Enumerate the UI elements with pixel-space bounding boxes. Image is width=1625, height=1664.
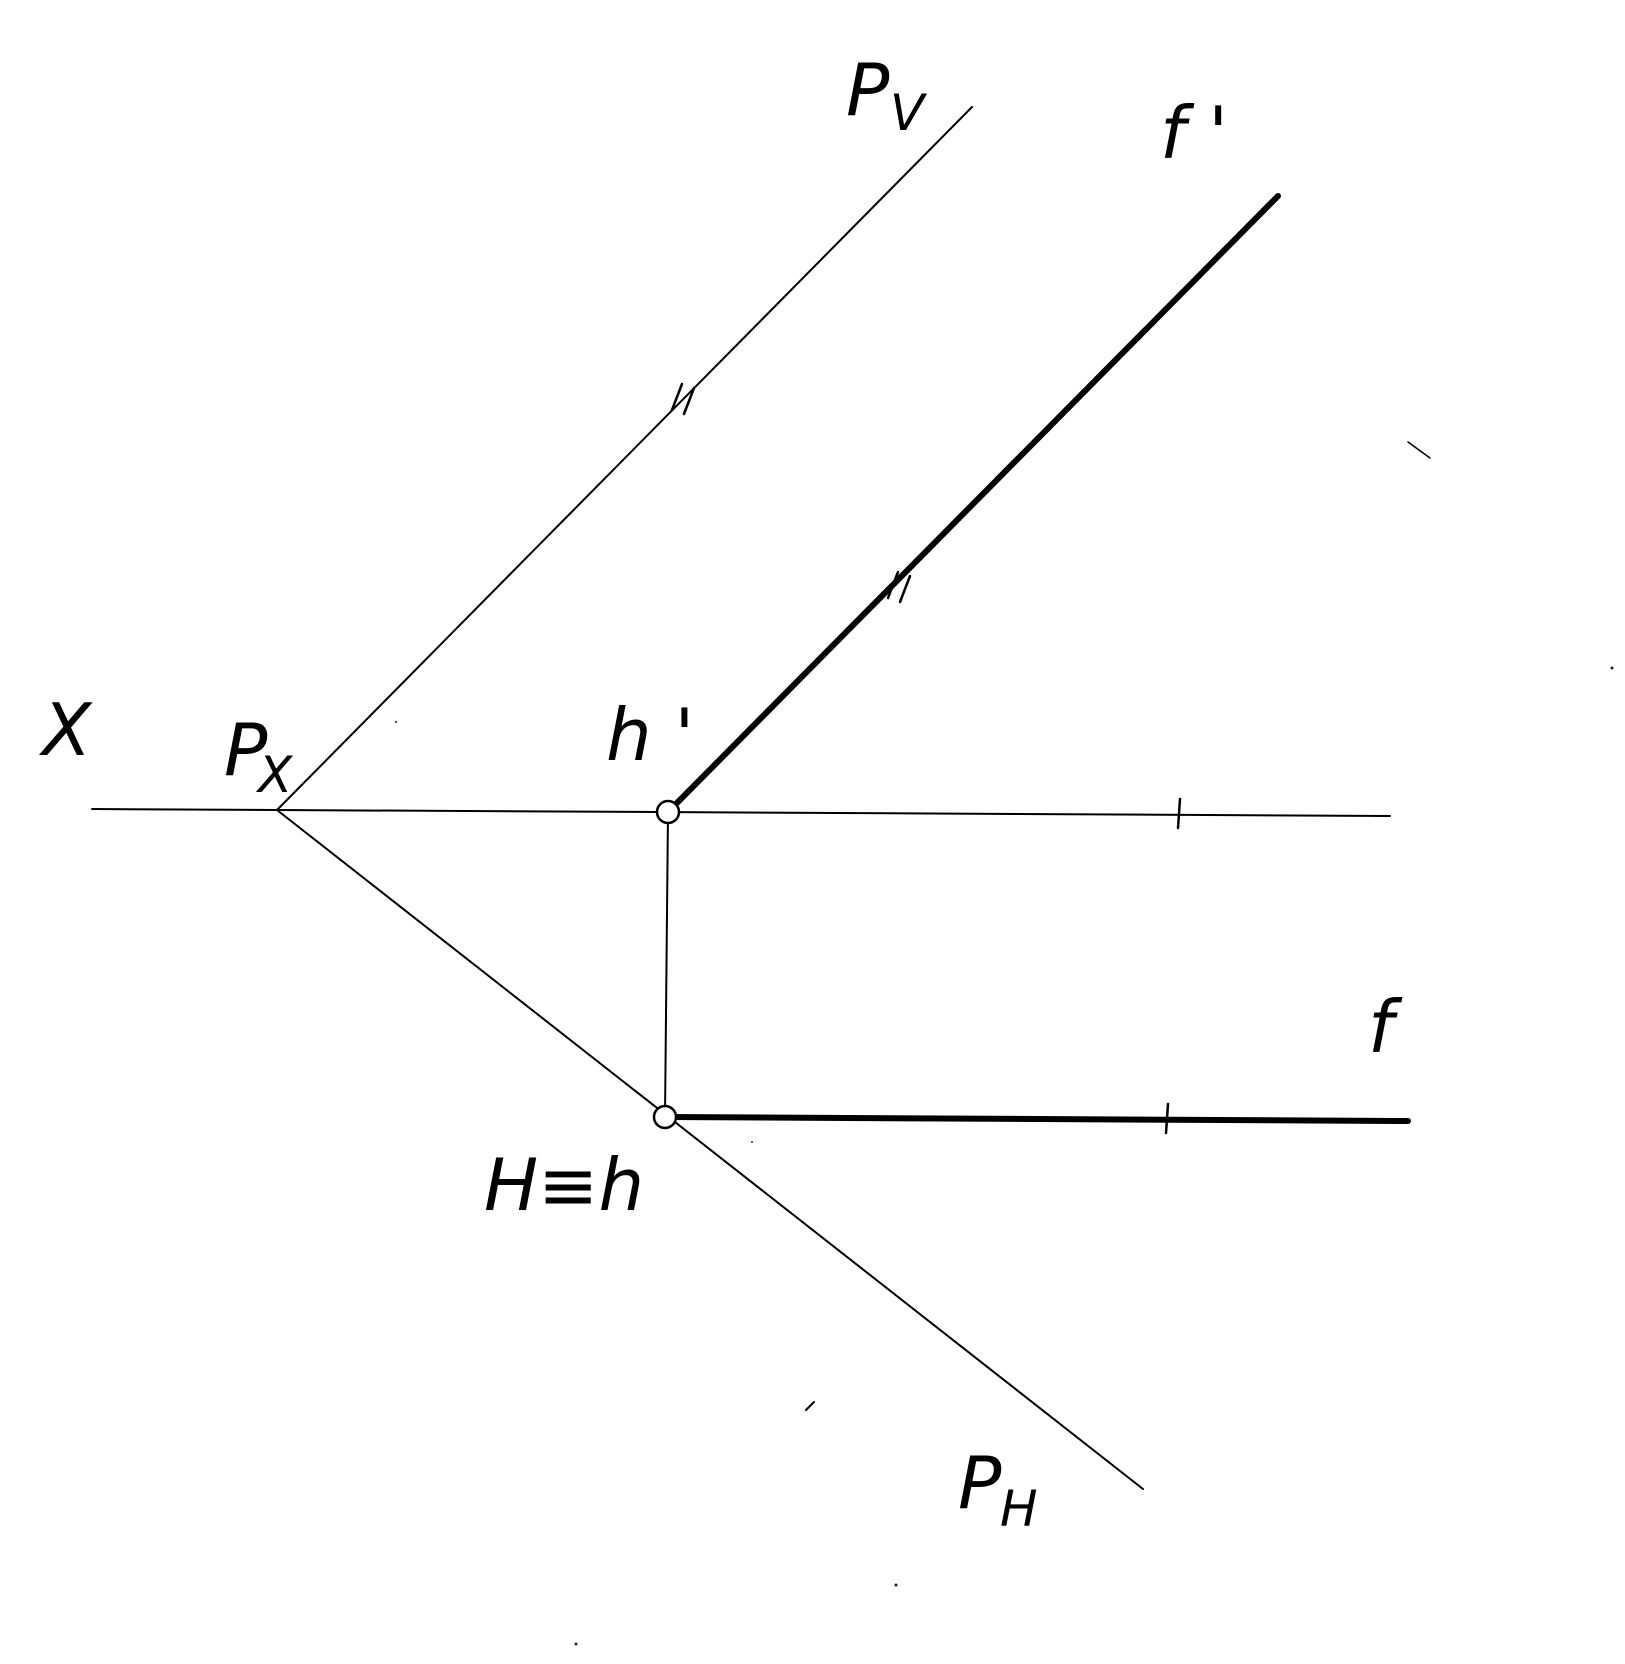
h-coincident-label: H≡h bbox=[484, 1143, 644, 1227]
p-v-label-subscript: V bbox=[890, 84, 928, 142]
projection-link-line bbox=[664, 811, 669, 1118]
p-x-label: P X bbox=[224, 708, 294, 804]
ph-trace-line bbox=[276, 809, 1144, 1490]
h-point bbox=[652, 1104, 678, 1130]
f-tick-mark bbox=[1164, 1102, 1170, 1135]
f-prime-double-tick-mark bbox=[886, 570, 912, 604]
f-label: f bbox=[1368, 985, 1403, 1069]
f-prime-label: f ' bbox=[1160, 91, 1228, 175]
x-axis-line bbox=[91, 808, 1391, 817]
h-prime-label: h ' bbox=[606, 693, 694, 777]
pv-double-tick-mark bbox=[670, 382, 696, 416]
f-line bbox=[662, 1114, 1411, 1124]
p-x-label-main: P bbox=[224, 708, 268, 792]
p-v-label-main: P bbox=[846, 48, 890, 132]
pv-trace-line bbox=[276, 106, 973, 811]
x-axis-tick-mark bbox=[1176, 797, 1182, 830]
h-prime-point bbox=[655, 799, 681, 825]
p-v-label: P V bbox=[846, 48, 928, 142]
p-x-label-subscript: X bbox=[255, 746, 294, 804]
scan-noise bbox=[395, 441, 1614, 1646]
p-h-label: P H bbox=[958, 1441, 1038, 1538]
p-h-label-subscript: H bbox=[1000, 1480, 1038, 1538]
p-h-label-main: P bbox=[958, 1441, 1002, 1525]
x-axis-label: X bbox=[38, 688, 93, 772]
f-prime-line bbox=[665, 193, 1281, 815]
